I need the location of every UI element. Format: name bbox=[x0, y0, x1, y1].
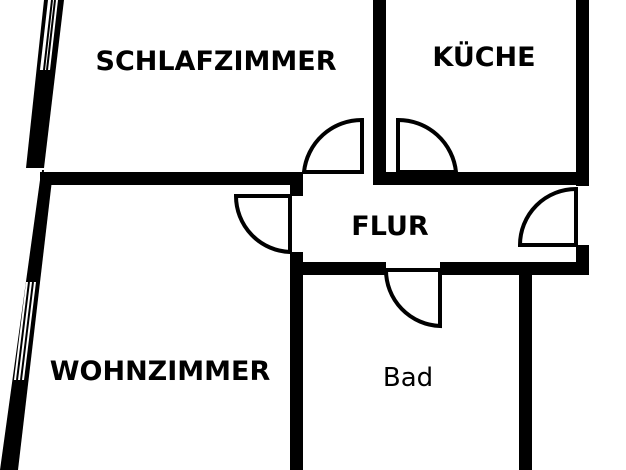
room-label-schlafzimmer: SCHLAFZIMMER bbox=[96, 46, 337, 77]
wall-bath-right bbox=[519, 270, 532, 470]
interior-walls bbox=[40, 0, 589, 470]
wall-kitchen-left bbox=[373, 0, 386, 172]
wall-bedroom-bottom bbox=[40, 172, 302, 185]
exterior-wall-upper bbox=[26, 0, 64, 168]
door-top-right bbox=[396, 117, 459, 174]
wall-kitchen-right bbox=[576, 0, 589, 186]
wall-bath-top-right bbox=[440, 262, 589, 275]
room-label-wohnzimmer: WOHNZIMMER bbox=[50, 356, 271, 387]
wall-kitchen-bottom bbox=[373, 172, 589, 185]
wall-flur-left-stub bbox=[290, 172, 303, 196]
room-label-kueche: KÜCHE bbox=[432, 40, 535, 73]
door-top-left bbox=[301, 117, 364, 174]
window-upper bbox=[40, 0, 58, 71]
door-bath bbox=[383, 268, 442, 329]
wall-bath-top-left bbox=[290, 262, 386, 275]
door-flur-left bbox=[233, 194, 292, 255]
room-label-bad: Bad bbox=[383, 363, 433, 393]
wall-bath-left bbox=[290, 252, 303, 470]
door-flur-right bbox=[517, 186, 578, 247]
window-lower bbox=[14, 281, 36, 381]
doors bbox=[233, 117, 578, 329]
room-label-flur: FLUR bbox=[351, 211, 429, 242]
exterior-wall-left bbox=[0, 0, 64, 470]
